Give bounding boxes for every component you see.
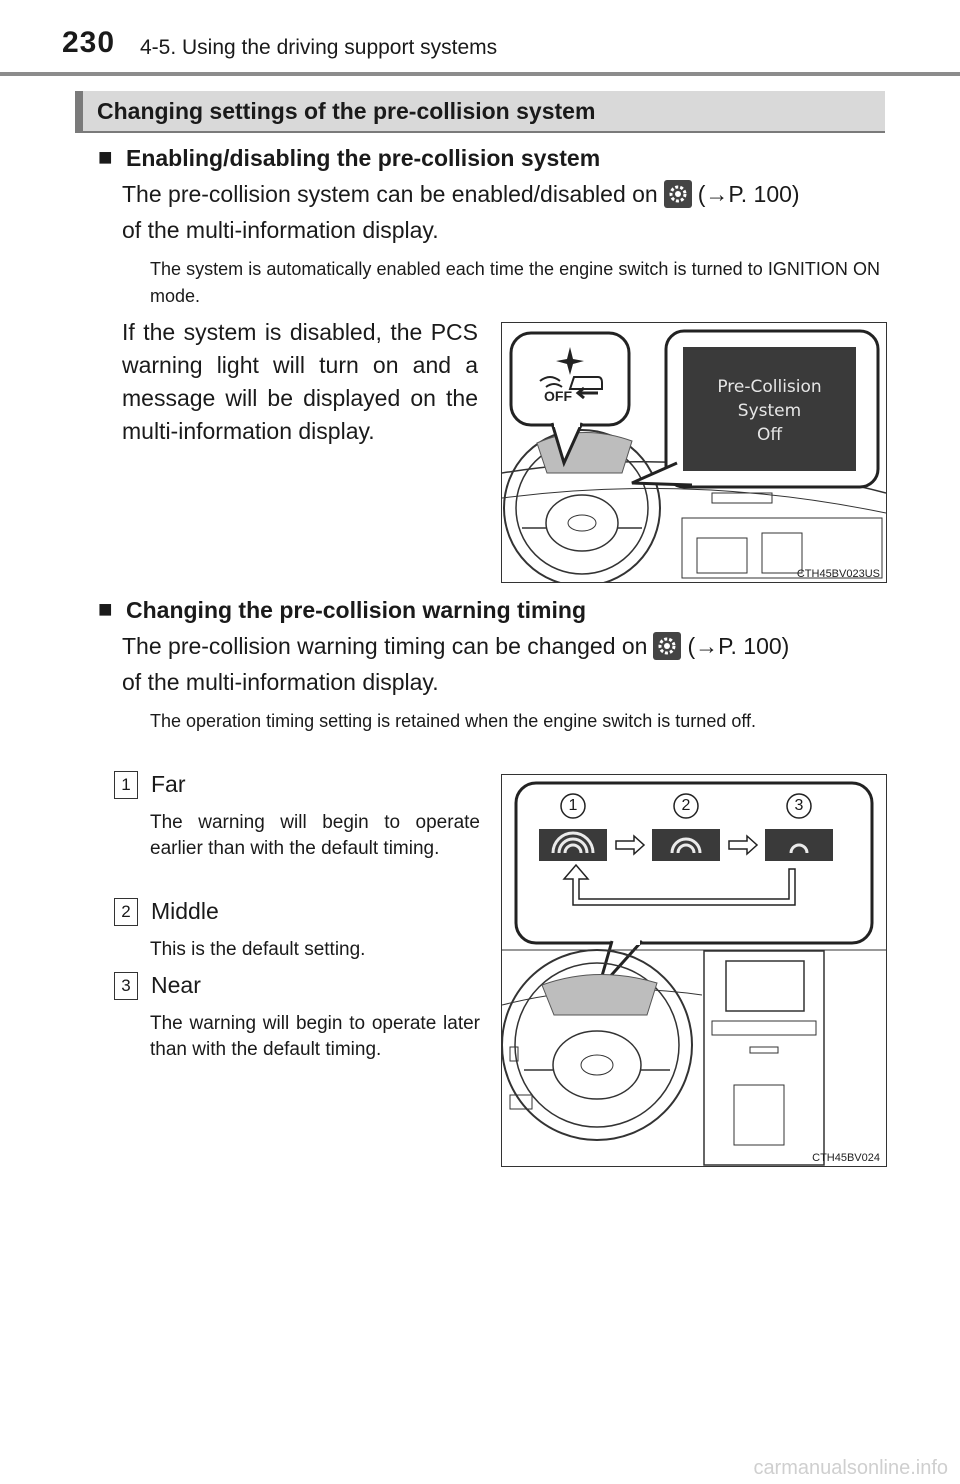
note-auto-enabled: The system is automatically enabled each… bbox=[150, 259, 880, 306]
figure-code: CTH45BV023US bbox=[796, 568, 880, 580]
bullet-square: ■ bbox=[98, 596, 113, 623]
subheading-enable-disable: Enabling/disabling the pre-collision sys… bbox=[126, 145, 601, 171]
item-desc-middle: This is the default setting. bbox=[150, 939, 366, 960]
arrow-right-icon bbox=[728, 834, 759, 856]
middle-arcs-icon bbox=[670, 837, 702, 854]
dashboard-illustration-1: OFF bbox=[501, 329, 887, 587]
item-label-far: Far bbox=[151, 771, 186, 797]
loop-back-arrow-icon bbox=[562, 863, 796, 906]
dashboard-illustration-2 bbox=[501, 781, 886, 1166]
note-timing-retained: The operation timing setting is retained… bbox=[150, 711, 757, 731]
circle-label-1: 1 bbox=[568, 797, 578, 814]
page-reference-link[interactable]: (→P. 100) bbox=[697, 181, 800, 207]
screen-line-2: System bbox=[737, 401, 802, 421]
circle-number-1 bbox=[560, 793, 586, 819]
page-reference-link[interactable]: (→P. 100) bbox=[687, 633, 790, 659]
circle-number-2 bbox=[673, 793, 699, 819]
screen-line-1: Pre-Collision bbox=[717, 377, 822, 397]
body-line1: The pre-collision warning timing can be … bbox=[122, 633, 648, 659]
item-number-1: 1 bbox=[114, 771, 138, 799]
body-text-timing: The pre-collision warning timing can be … bbox=[122, 628, 882, 700]
page-number: 230 bbox=[62, 26, 116, 59]
circle-label-2: 2 bbox=[681, 797, 691, 814]
body-text-enable: The pre-collision system can be enabled/… bbox=[122, 176, 882, 248]
near-arcs-icon bbox=[789, 843, 809, 854]
off-label: OFF bbox=[544, 388, 572, 404]
settings-gear-icon bbox=[653, 632, 682, 660]
circle-label-3: 3 bbox=[794, 797, 804, 814]
subheading-warning-timing: Changing the pre-collision warning timin… bbox=[126, 597, 586, 623]
para-warning-light: If the system is disabled, the PCS warni… bbox=[122, 319, 478, 444]
item-number-2: 2 bbox=[114, 898, 138, 926]
figure-code: CTH45BV024 bbox=[812, 1152, 880, 1164]
far-arcs-icon bbox=[551, 831, 595, 854]
item-label-near: Near bbox=[151, 972, 201, 998]
mid-screen bbox=[683, 347, 856, 471]
item-desc-far: The warning will begin to operate earlie… bbox=[150, 812, 480, 859]
bullet-square: ■ bbox=[98, 144, 113, 171]
body-line2: of the multi-information display. bbox=[122, 217, 439, 243]
figure-pcs-off: OFF Pre-Collision System Off CTH45BV023U… bbox=[501, 322, 887, 587]
body-line2: of the multi-information display. bbox=[122, 669, 439, 695]
screen-line-3: Off bbox=[756, 425, 783, 445]
section-title: 4-5. Using the driving support systems bbox=[140, 36, 498, 59]
item-label-middle: Middle bbox=[151, 898, 219, 924]
figure-warning-timing: 1 2 3 CTH45BV024 bbox=[501, 774, 887, 1167]
title-underline bbox=[75, 131, 885, 133]
topic-title-bar: Changing settings of the pre-collision s… bbox=[75, 91, 885, 131]
body-line1: The pre-collision system can be enabled/… bbox=[122, 181, 658, 207]
screen-message: Pre-Collision System Off bbox=[683, 375, 856, 447]
watermark: carmanualsonline.info bbox=[753, 1457, 948, 1479]
pcs-warning-light-icon bbox=[539, 347, 603, 400]
topic-title: Changing settings of the pre-collision s… bbox=[97, 98, 596, 124]
circle-number-3 bbox=[786, 793, 812, 819]
item-desc-near: The warning will begin to operate later … bbox=[150, 1013, 480, 1060]
settings-gear-icon bbox=[663, 180, 692, 208]
header-rule bbox=[0, 72, 960, 76]
arrow-right-icon bbox=[615, 834, 646, 856]
item-number-3: 3 bbox=[114, 972, 138, 1000]
